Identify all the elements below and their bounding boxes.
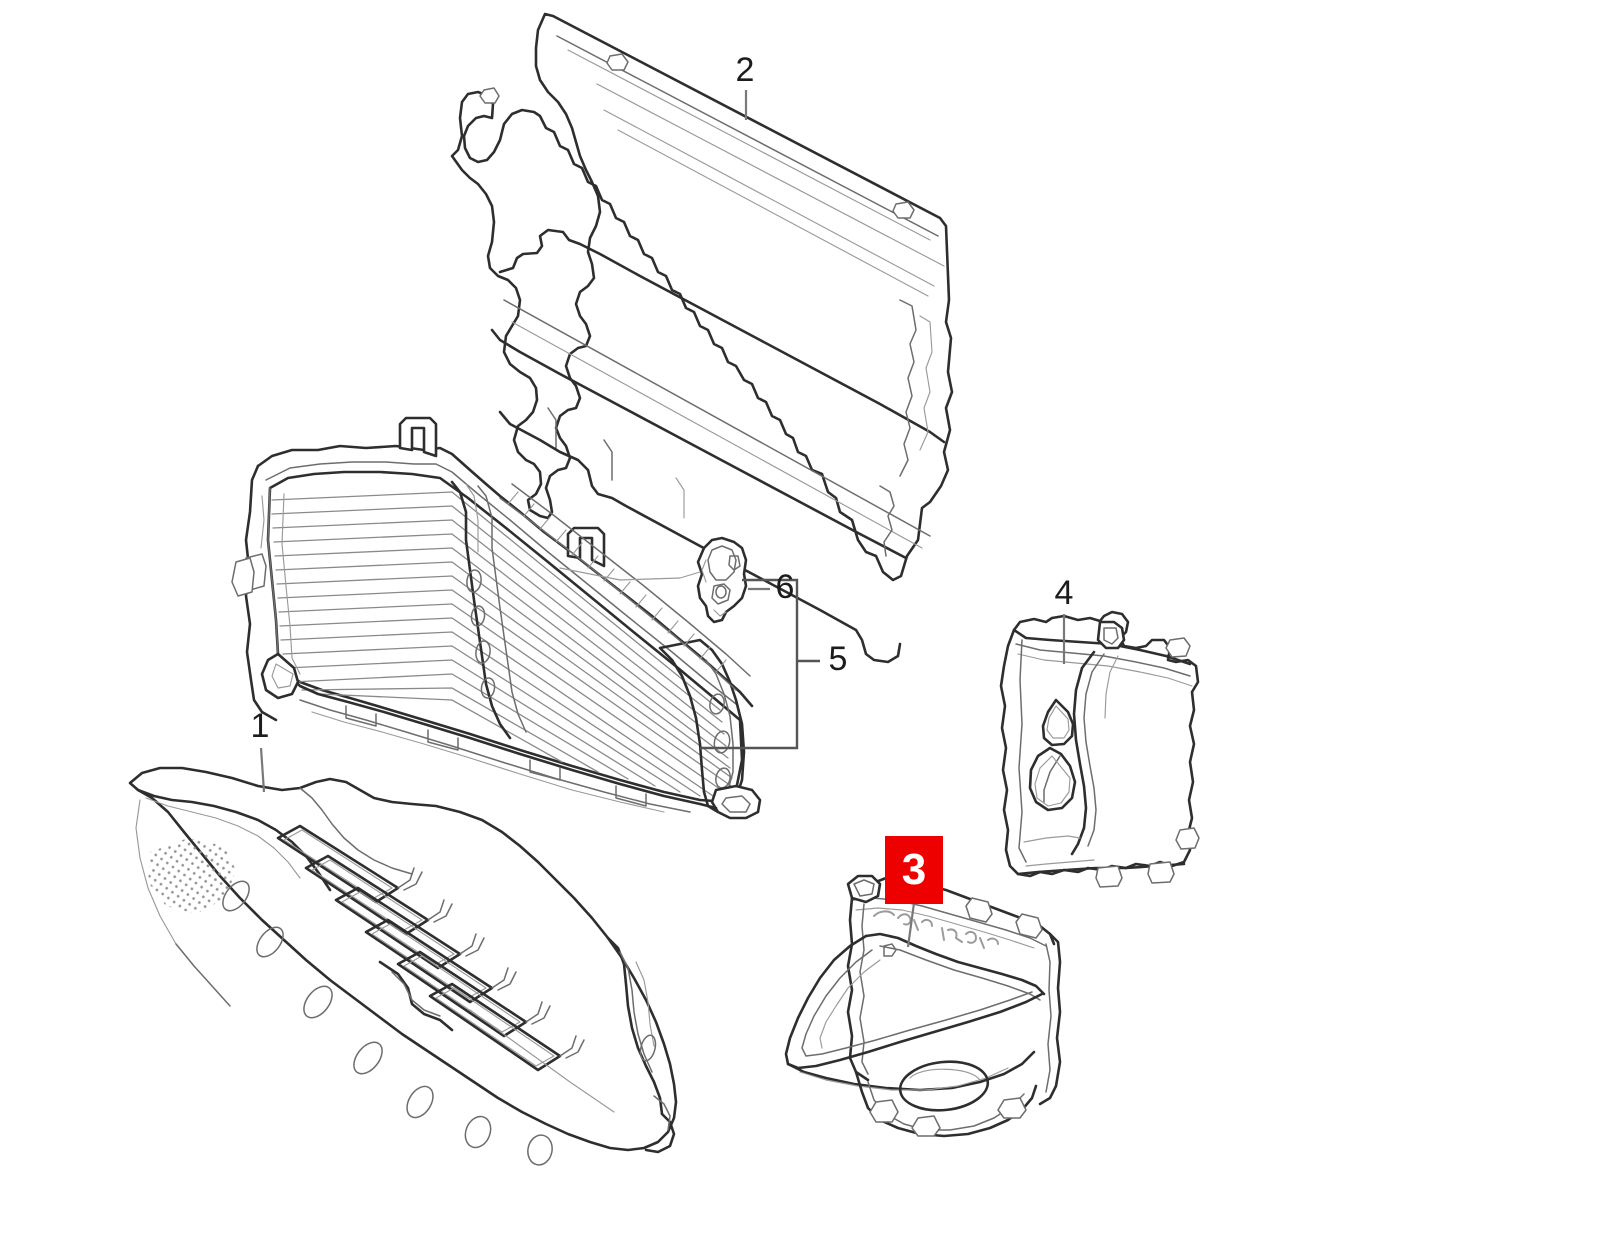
callout-label-4: 4: [1055, 574, 1074, 612]
callout-label-5: 5: [829, 640, 848, 678]
callout-badge-3[interactable]: 3: [885, 836, 943, 904]
texture-patch: [148, 838, 236, 914]
leader-1: [259, 747, 266, 793]
callout-label-1: 1: [251, 707, 270, 745]
part-right-air-duct-panel: [999, 610, 1200, 888]
part-upper-air-guide: [450, 12, 954, 664]
bracket-5: [700, 578, 820, 750]
part-air-deflector-tray: [128, 766, 678, 1166]
rib-clips: [397, 867, 585, 1059]
leader-3: [906, 902, 916, 948]
part-radiator-assembly: [231, 416, 762, 820]
edge-bosses: [222, 880, 553, 1166]
part-left-air-duct: [784, 874, 1062, 1138]
callout-label-6: 6: [776, 568, 795, 606]
callout-leaders: [259, 90, 1066, 948]
radiator-fins: [271, 491, 735, 799]
embossed-marking: [873, 910, 999, 949]
callout-label-2: 2: [736, 51, 755, 89]
frame-rail-hatching: [507, 491, 727, 673]
part-sensor-actuator: [559, 536, 748, 624]
